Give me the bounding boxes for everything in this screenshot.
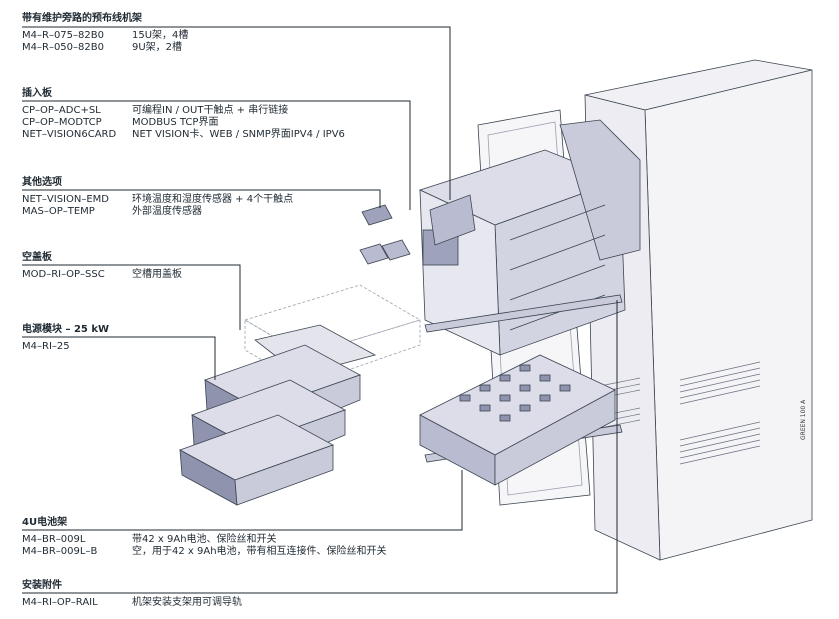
part-description: 15U架，4槽 xyxy=(132,30,189,41)
part-description: 环境温度和湿度传感器 + 4个干触点 xyxy=(132,194,294,205)
section-prewired-rack: 带有维护旁路的预布线机架 M4–R–075–82B0 15U架，4槽 M4–R–… xyxy=(22,13,462,53)
part-description: 机架安装支架用可调导轨 xyxy=(132,597,242,608)
part-code: M4–R–050–82B0 xyxy=(22,42,104,53)
part-description: 可编程IN / OUT干触点 + 串行链接 xyxy=(132,105,289,116)
rail-drawing xyxy=(424,294,623,333)
section-title: 带有维护旁路的预布线机架 xyxy=(22,13,142,24)
part-description: 带42 x 9Ah电池、保险丝和开关 xyxy=(132,534,277,545)
section-battery-rack: 4U电池架 M4–BR–009L 带42 x 9Ah电池、保险丝和开关 M4–B… xyxy=(22,517,462,557)
part-code: M4–BR–009L–B xyxy=(22,546,98,557)
part-description: 空槽用盖板 xyxy=(132,269,182,280)
part-code: M4–RI–25 xyxy=(22,341,70,352)
part-code: M4–BR–009L xyxy=(22,534,86,545)
part-code: MOD–RI–OP–SSC xyxy=(22,269,105,280)
part-code: CP–OP–MODTCP xyxy=(22,117,102,128)
figure-code-label: GREEN 100 A xyxy=(800,399,807,440)
section-plugin-boards: 插入板 CP–OP–ADC+SL 可编程IN / OUT干触点 + 串行链接 C… xyxy=(22,88,422,140)
part-code: CP–OP–ADC+SL xyxy=(22,105,101,116)
option-devices-drawing xyxy=(359,204,411,265)
part-description: 9U架，2槽 xyxy=(132,42,183,53)
section-mounting-accessories: 安装附件 M4–RI–OP–RAIL 机架安装支架用可调导轨 xyxy=(22,580,617,608)
part-description: MODBUS TCP界面 xyxy=(132,117,219,128)
part-code: M4–RI–OP–RAIL xyxy=(22,597,98,608)
section-title: 其他选项 xyxy=(22,177,62,188)
part-code: M4–R–075–82B0 xyxy=(22,30,104,41)
part-description: NET VISION卡、WEB / SNMP界面IPV4 / IPV6 xyxy=(132,129,345,140)
section-title: 安装附件 xyxy=(22,580,62,591)
section-other-options: 其他选项 NET–VISION–EMD 环境温度和湿度传感器 + 4个干触点 M… xyxy=(22,177,382,217)
part-code: MAS–OP–TEMP xyxy=(22,206,95,217)
part-description: 外部温度传感器 xyxy=(132,206,202,217)
power-modules-drawing xyxy=(179,324,377,506)
section-title: 插入板 xyxy=(22,88,52,99)
section-title: 4U电池架 xyxy=(22,517,68,528)
section-title: 电源模块 – 25 kW xyxy=(22,324,110,335)
leader-lines xyxy=(22,26,618,594)
section-title: 空盖板 xyxy=(22,252,52,263)
battery-tray-drawing xyxy=(419,354,616,486)
part-code: NET–VISION6CARD xyxy=(22,129,117,140)
part-code: NET–VISION–EMD xyxy=(22,194,109,205)
section-blank-cover: 空盖板 MOD–RI–OP–SSC 空槽用盖板 xyxy=(22,252,242,280)
part-description: 空，用于42 x 9Ah电池，带有相互连接件、保险丝和开关 xyxy=(132,546,387,557)
section-power-module: 电源模块 – 25 kW M4–RI–25 xyxy=(22,324,222,352)
